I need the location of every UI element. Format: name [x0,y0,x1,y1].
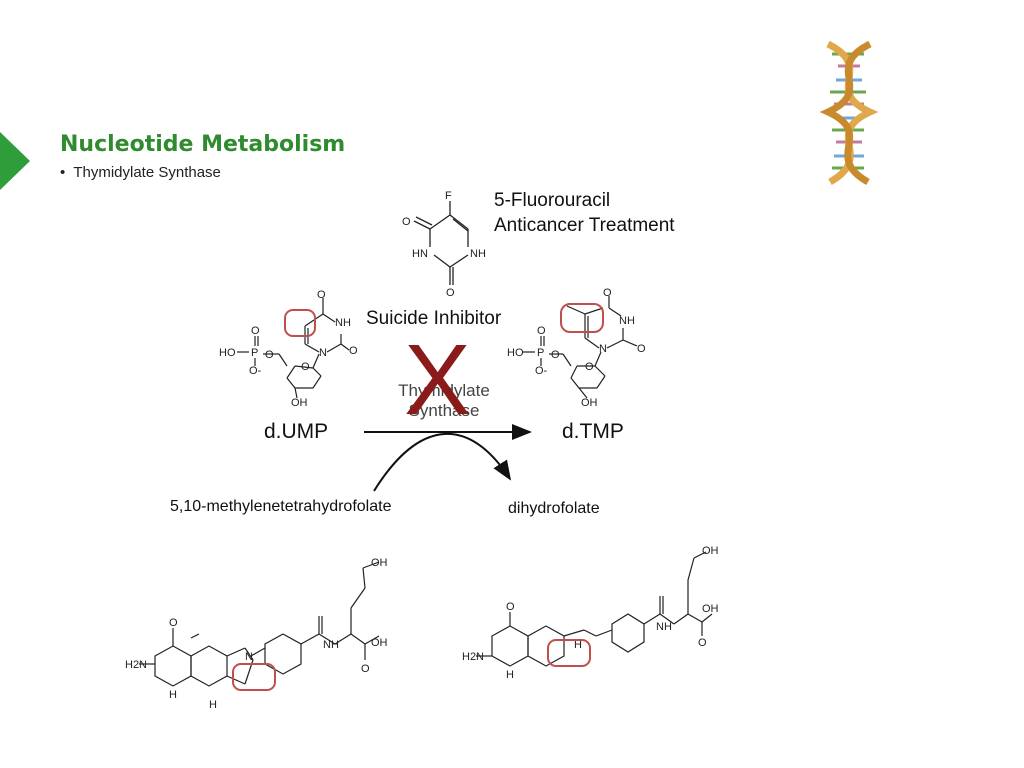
atom-O: O [551,349,560,361]
methylene-thf-structure: O H2N H H N NH OH OH O [125,557,388,711]
atom-OH: OH [291,397,308,409]
atom-O: O [251,325,260,337]
methyl-highlight-box [547,639,591,667]
atom-H2N: H2N [125,659,147,671]
substrate-label: d.UMP [264,420,329,443]
atom-O: O [402,216,411,228]
product-label: d.TMP [562,420,624,443]
atom-O: O [537,325,546,337]
atom-O: O [361,663,370,675]
atom-O-minus: O- [535,365,548,377]
atom-OH: OH [371,637,388,649]
fluorouracil-structure: F O HN NH O [402,190,486,299]
atom-O: O [301,361,310,373]
atom-NH: NH [335,317,351,329]
cofactor-curved-arrow [373,432,512,492]
dtmp-structure: O NH N O O OH HO P O O- O [507,287,646,407]
atom-OH: OH [371,557,388,569]
atom-NH: NH [619,315,635,327]
atom-H2N: H2N [462,651,484,663]
atom-O: O [603,287,612,299]
atom-H: H [506,669,514,680]
atom-N: N [599,343,607,355]
atom-P: P [251,347,258,359]
enzyme-label: Thymidylate Synthase [388,381,500,421]
cofactor-out-label: dihydrofolate [508,500,600,517]
dump-structure: O NH N O O OH HO P O O- O [219,289,358,409]
atom-O: O [585,361,594,373]
atom-O: O [637,343,646,355]
atom-P: P [537,347,544,359]
atom-F: F [445,190,452,202]
enzyme-name-line2: Synthase [408,401,480,420]
atom-O: O [317,289,326,301]
atom-NH: NH [470,248,486,260]
dna-helix-icon [819,40,879,186]
atom-O: O [349,345,358,357]
cofactor-in-label: 5,10-methylenetetrahydrofolate [170,498,392,515]
atom-NH: NH [656,621,672,633]
atom-N: N [319,347,327,359]
atom-N: N [245,651,253,663]
methylene-highlight-box [232,663,276,691]
atom-HO: HO [219,347,236,359]
anticancer-treatment: Anticancer Treatment [494,215,675,236]
slide-accent-arrow [0,132,30,190]
atom-O: O [506,601,515,613]
atom-OH: OH [702,545,719,557]
slide-title: Nucleotide Metabolism [60,132,346,157]
atom-O: O [446,287,455,299]
atom-H: H [209,699,217,711]
dihydrofolate-structure: O H2N H H NH OH OH O [462,545,719,680]
bullet-text: Thymidylate Synthase [73,164,221,181]
atom-NH: NH [323,639,339,651]
enzyme-name-line1: Thymidylate [398,381,490,400]
atom-O-minus: O- [249,365,262,377]
fluorouracil-label: 5-Fluorouracil Anticancer Treatment [494,188,675,238]
atom-OH: OH [581,397,598,407]
atom-H: H [169,689,177,701]
inhibition-x-mark: X [404,324,471,436]
atom-HO: HO [507,347,524,359]
atom-HN: HN [412,248,428,260]
fluorouracil-name: 5-Fluorouracil [494,190,611,211]
bullet-item: • Thymidylate Synthase [60,164,221,181]
suicide-inhibitor-label: Suicide Inhibitor [366,308,502,329]
atom-O: O [265,349,274,361]
methyl-highlight-box [560,303,604,333]
atom-O: O [169,617,178,629]
reaction-arrows [364,424,532,492]
atom-O: O [698,637,707,649]
atom-H: H [574,639,582,651]
methyl-highlight-box [284,309,316,337]
atom-OH: OH [702,603,719,615]
